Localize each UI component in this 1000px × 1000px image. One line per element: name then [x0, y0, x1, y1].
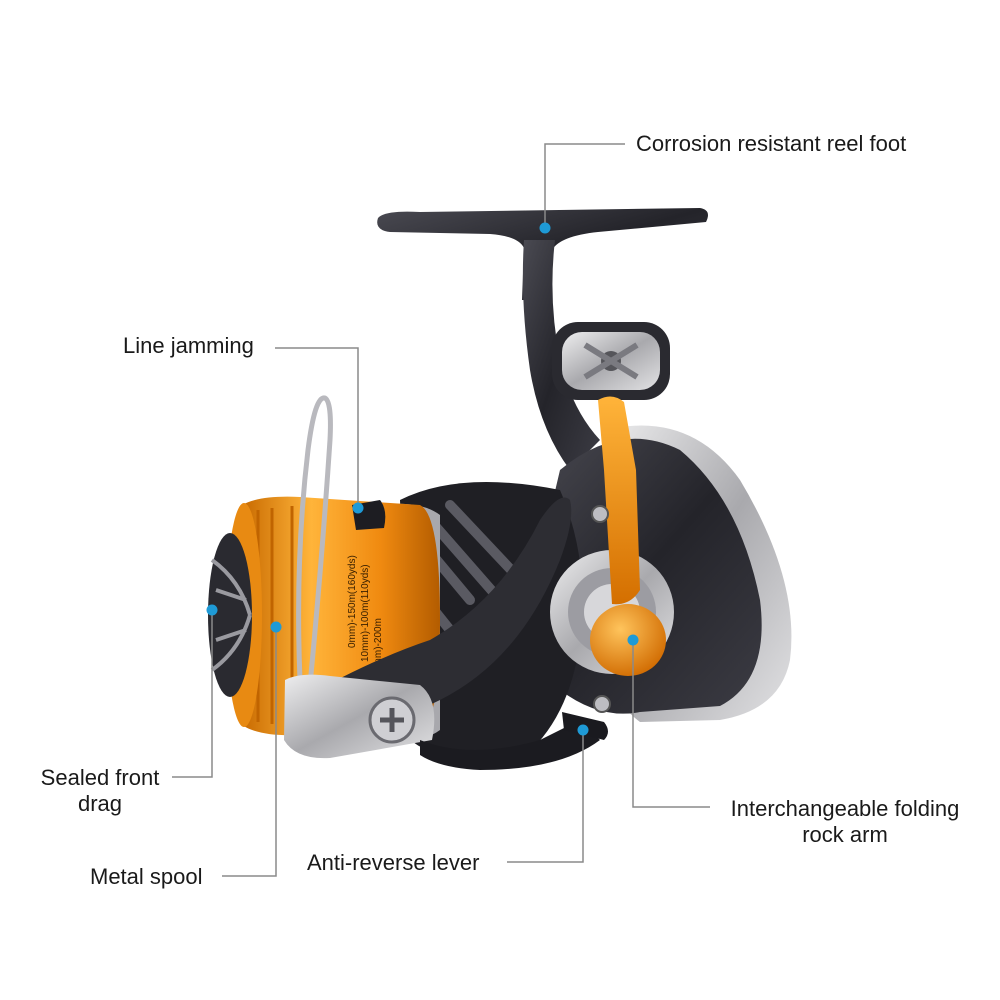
dot-sealed-drag — [206, 604, 218, 616]
callout-rock-arm-line-1: Interchangeable folding — [730, 796, 960, 821]
leader-rock-arm — [632, 640, 710, 808]
body-screw-top — [591, 505, 609, 523]
drag-knob — [208, 533, 252, 697]
handle-cap-x — [583, 342, 639, 380]
callout-rock-arm: Interchangeable folding rock arm — [716, 796, 974, 848]
leader-metal-spool — [222, 627, 277, 877]
dot-rock-arm — [627, 634, 639, 646]
lower-body — [420, 720, 600, 770]
dot-metal-spool — [270, 621, 282, 633]
callout-dots — [206, 222, 639, 736]
bail-wire — [296, 395, 333, 686]
body-screw-bottom — [593, 695, 611, 713]
reel-stem — [522, 240, 600, 470]
dot-anti-reverse — [577, 724, 589, 736]
callout-sealed-drag: Sealed front drag — [30, 765, 170, 817]
spool-print-line-3: 0mm)-200m — [373, 618, 384, 672]
line-roller-screw-slot — [380, 708, 404, 732]
callout-sealed-drag-line-1: Sealed front — [40, 765, 160, 790]
callout-sealed-drag-line-2: drag — [77, 791, 123, 816]
callout-reel-foot: Corrosion resistant reel foot — [636, 131, 907, 156]
spool-print-line-2: 10mm)-100m(110yds) — [360, 564, 371, 662]
leader-reel-foot — [544, 143, 625, 228]
bail-arm — [300, 497, 572, 740]
leader-sealed-drag — [172, 610, 213, 778]
callout-anti-reverse: Anti-reverse lever — [307, 850, 480, 875]
spool-print-line-1: 0mm)-150m(160yds) — [347, 555, 358, 648]
drag-knob-grips — [210, 558, 252, 672]
spool-print: 0mm)-150m(160yds) 10mm)-100m(110yds) 0mm… — [347, 555, 384, 672]
rock-arm — [598, 396, 640, 605]
dot-line-jamming — [352, 502, 364, 514]
callout-line-jamming: Line jamming — [123, 333, 254, 358]
leader-lines — [172, 143, 710, 877]
leader-line-jamming — [275, 347, 359, 508]
callout-rock-arm-line-2: rock arm — [802, 822, 888, 847]
callout-metal-spool: Metal spool — [90, 864, 203, 889]
leader-anti-reverse — [507, 730, 584, 863]
dot-reel-foot — [539, 222, 551, 234]
